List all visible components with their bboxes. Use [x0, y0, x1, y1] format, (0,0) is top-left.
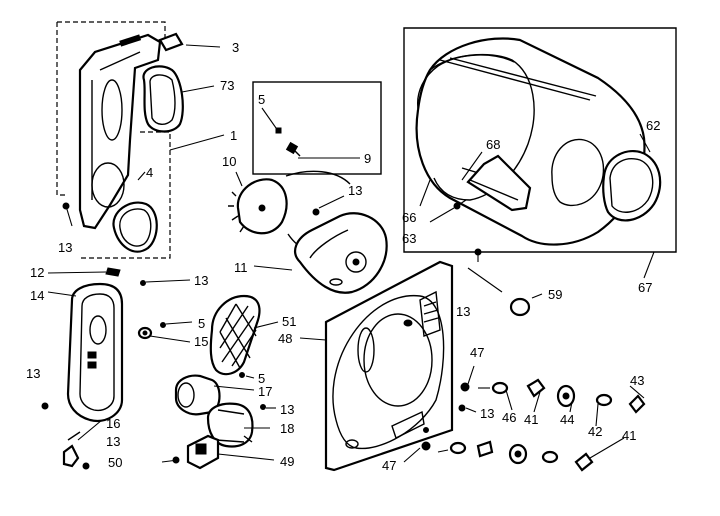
front-panel	[78, 33, 162, 230]
label-68: 68	[486, 137, 500, 152]
label-5a: 5	[258, 92, 265, 107]
label-44: 44	[560, 412, 574, 427]
label-17: 17	[258, 384, 272, 399]
bracket-part-3	[158, 32, 184, 52]
rollerclip-41-upper	[526, 378, 546, 398]
duct-group	[41, 267, 166, 422]
drum-baffle-68	[466, 154, 532, 212]
panel-clip	[119, 34, 142, 47]
screw-13h	[458, 404, 466, 412]
screw-5c	[239, 372, 245, 378]
washer-42-upper	[595, 393, 613, 407]
label-13g: 13	[106, 434, 120, 449]
label-50: 50	[108, 455, 122, 470]
clip-12	[105, 267, 121, 277]
roller-44-lower	[508, 443, 528, 465]
label-13c: 13	[194, 273, 208, 288]
screw-5a	[275, 127, 282, 134]
label-73: 73	[220, 78, 234, 93]
drum-rear-opening	[551, 138, 605, 207]
washer-46-upper	[491, 381, 509, 395]
drum-67	[415, 37, 646, 246]
label-13f: 13	[280, 402, 294, 417]
screw-9	[285, 141, 301, 157]
rollerclip-41-lower	[476, 440, 494, 458]
label-4: 4	[146, 165, 153, 180]
label-3: 3	[232, 40, 239, 55]
label-9: 9	[364, 151, 371, 166]
label-5c: 5	[258, 371, 265, 386]
label-48: 48	[278, 331, 292, 346]
screw-13b	[312, 208, 320, 216]
felt-seal-73	[142, 65, 184, 133]
label-13d: 13	[456, 304, 470, 319]
label-10: 10	[222, 154, 236, 169]
label-5b: 5	[198, 316, 205, 331]
label-15: 15	[194, 334, 208, 349]
label-49: 49	[280, 454, 294, 469]
roller-pin-41	[574, 452, 594, 472]
blower-group	[228, 81, 388, 294]
bearing-47a	[460, 382, 470, 392]
label-13b: 13	[348, 183, 362, 198]
plug-59	[509, 297, 531, 317]
label-51: 51	[282, 314, 296, 329]
washer-15	[137, 326, 153, 340]
label-1: 1	[230, 128, 237, 143]
label-47b: 47	[382, 458, 396, 473]
roller-pin-43	[628, 394, 646, 414]
screw-13f	[260, 404, 266, 410]
bracket-16	[62, 444, 80, 468]
label-12: 12	[30, 265, 44, 280]
label-46: 46	[502, 410, 516, 425]
label-42: 42	[588, 424, 602, 439]
label-43: 43	[630, 373, 644, 388]
front-panel-group	[56, 21, 184, 259]
drum-seal-62	[602, 150, 662, 222]
label-62: 62	[646, 118, 660, 133]
bulkhead-slot	[357, 327, 375, 373]
label-41a: 41	[524, 412, 538, 427]
label-13a: 13	[58, 240, 72, 255]
label-66: 66	[402, 210, 416, 225]
roller-hardware-group	[437, 378, 646, 472]
label-63: 63	[402, 231, 416, 246]
bearing-47b	[421, 441, 431, 451]
label-11: 11	[234, 260, 248, 275]
label-13h: 13	[480, 406, 494, 421]
label-18: 18	[280, 421, 294, 436]
motor-group	[62, 372, 266, 470]
screw-13d	[474, 248, 482, 262]
label-47a: 47	[470, 345, 484, 360]
rear-bulkhead-group	[324, 248, 531, 472]
panel-opening-upper	[101, 79, 123, 141]
callout-labels: 3 73 1 4 13 5 9 10 13 11 12 13 14 5 15 5…	[26, 40, 660, 473]
label-14: 14	[30, 288, 44, 303]
screw-13g	[82, 462, 90, 470]
leader-lines	[47, 44, 655, 463]
screw-13e	[41, 402, 49, 410]
rear-bulkhead-48	[324, 260, 454, 472]
label-41b: 41	[622, 428, 636, 443]
screw-63-66	[453, 199, 467, 210]
roller-44	[556, 384, 576, 408]
washer-42-lower	[541, 450, 559, 464]
motor-pulley-17	[174, 374, 221, 416]
label-59: 59	[548, 287, 562, 302]
screw-13a	[62, 202, 73, 227]
blower-housing-11	[294, 212, 388, 294]
label-13e: 13	[26, 366, 40, 381]
drum-group	[403, 27, 677, 253]
label-67: 67	[638, 280, 652, 295]
screw-5b	[160, 322, 166, 328]
washer-46-lower	[449, 441, 467, 455]
label-16: 16	[106, 416, 120, 431]
lint-screen-51	[209, 294, 261, 376]
screw-13c	[140, 280, 146, 286]
